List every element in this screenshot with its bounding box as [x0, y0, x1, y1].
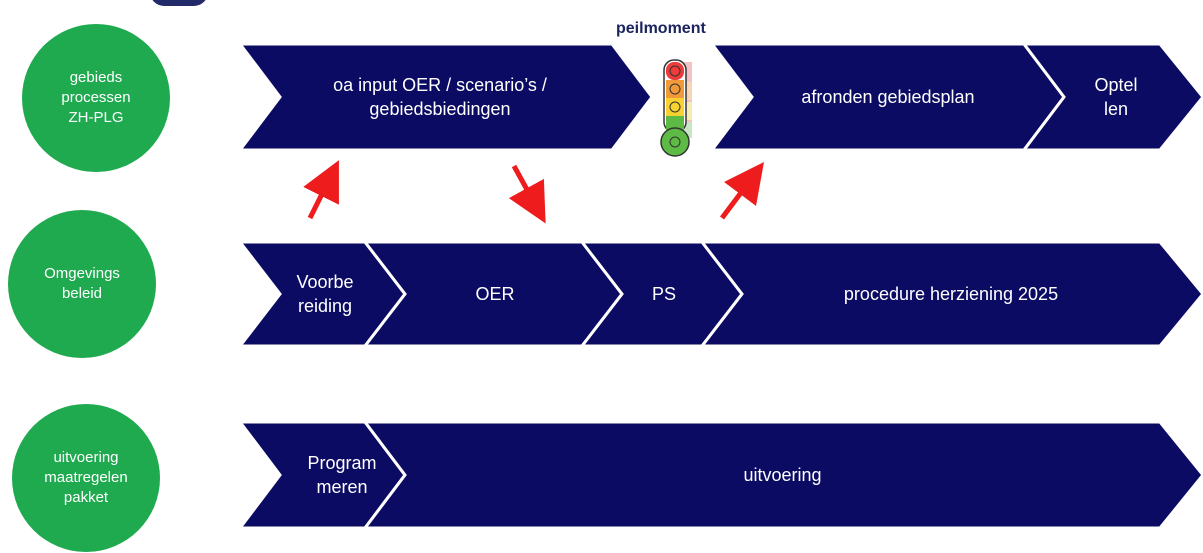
- chevron-uitvoering: [361, 420, 1203, 530]
- label-oa-input: oa input OER / scenario’s / gebiedsbiedi…: [333, 75, 547, 119]
- chevron-optellen: [1020, 42, 1203, 152]
- label-ps: PS: [651, 284, 676, 304]
- label-optellen: Optel len: [1094, 75, 1138, 119]
- label-voorbereiding: Voorbe reiding: [296, 272, 354, 316]
- arrow-up-1: [303, 160, 339, 220]
- circle-uitvoering-maatregelen: uitvoering maatregelen pakket: [12, 404, 160, 552]
- arrow-up-2: [720, 162, 764, 220]
- label-procedure-herziening: procedure herziening 2025: [843, 284, 1059, 304]
- label-oer: OER: [475, 284, 515, 304]
- title-fragment: [150, 0, 208, 6]
- chevron-procedure-herziening: [698, 240, 1203, 348]
- circle-omgevingsbeleid: Omgevings beleid: [8, 210, 156, 358]
- traffic-light-thermometer-icon: [660, 59, 692, 157]
- chevron-oa-input: [236, 42, 654, 152]
- circle-gebieds-processen: gebieds processen ZH-PLG: [22, 24, 170, 172]
- arrow-down-1: [508, 164, 546, 224]
- label-programmeren: Program meren: [307, 453, 377, 497]
- peilmoment-label: peilmoment: [616, 20, 706, 37]
- label-afronden-gebiedsplan: afronden gebiedsplan: [801, 87, 975, 107]
- label-uitvoering: uitvoering: [743, 465, 822, 485]
